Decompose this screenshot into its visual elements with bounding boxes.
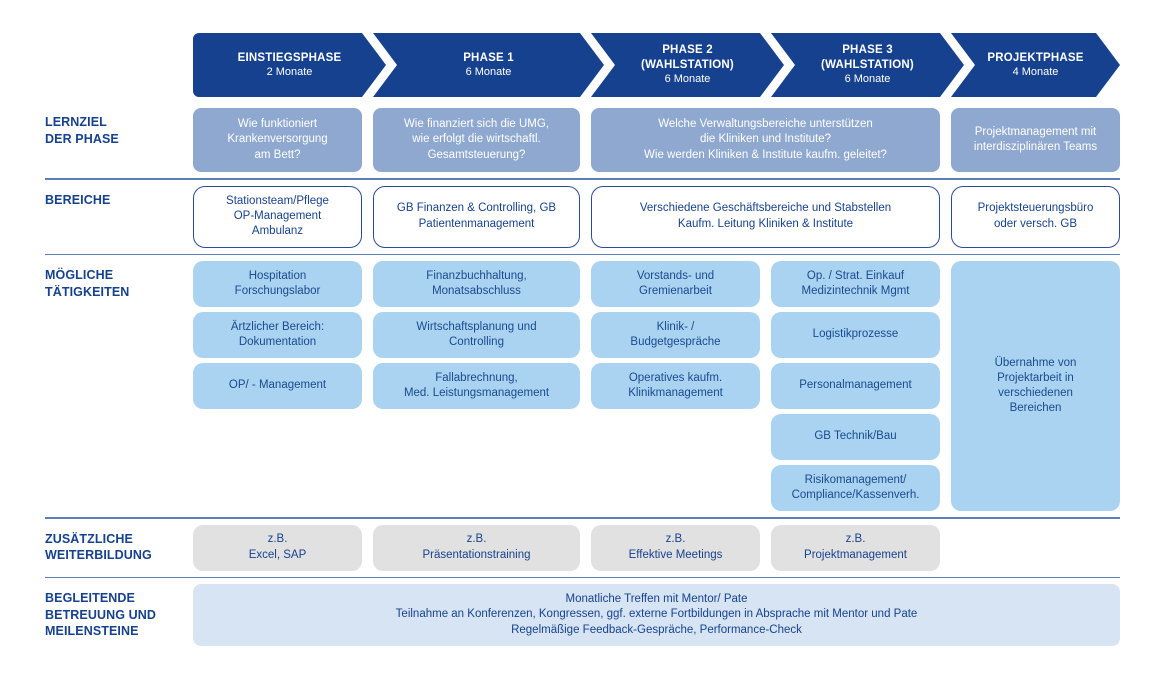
taetigkeit-box: OP/ - Management [193, 363, 362, 409]
phase-arrow-projektphase: PROJEKTPHASE 4 Monate [951, 33, 1120, 97]
lernziel-projektphase: Projektmanagement mit interdisziplinären… [951, 108, 1120, 172]
row-label-betreuung: BEGLEITENDE BETREUUNG UND MEILENSTEINE [45, 591, 157, 638]
row-lernziel: LERNZIEL DER PHASE Wie funktioniert Kran… [45, 108, 1120, 172]
taetigkeit-box: Op. / Strat. Einkauf Medizintechnik Mgmt [771, 261, 940, 307]
taetigkeit-box: Logistikprozesse [771, 312, 940, 358]
phase-cell-projektphase: PROJEKTPHASE 4 Monate [951, 33, 1120, 97]
phase-arrow-einstiegsphase: EINSTIEGSPHASE 2 Monate [193, 33, 386, 97]
row-label-taetigkeiten: MÖGLICHE TÄTIGKEITEN [45, 268, 130, 299]
taetigkeiten-phase2: Vorstands- und Gremienarbeit Klinik- / B… [591, 261, 760, 511]
phase-arrow-phase2: PHASE 2 (WAHLSTATION) 6 Monate [591, 33, 784, 97]
taetigkeiten-projektphase: Übernahme von Projektarbeit in verschied… [951, 261, 1120, 511]
row-weiterbildung: ZUSÄTZLICHE WEITERBILDUNG z.B. Excel, SA… [45, 524, 1120, 571]
taetigkeit-box: Fallabrechnung, Med. Leistungsmanagement [373, 363, 580, 409]
bereiche-phase2-3: Verschiedene Geschäftsbereiche und Stabs… [591, 185, 940, 248]
phase-duration: 6 Monate [664, 73, 711, 86]
phase-arrow-phase1: PHASE 1 6 Monate [373, 33, 604, 97]
separator-line [45, 178, 1120, 180]
weiterbildung-projektphase-empty [951, 525, 1120, 571]
phase-title: EINSTIEGSPHASE [237, 51, 342, 64]
phase-cell-phase1: PHASE 1 6 Monate [373, 33, 580, 97]
bereiche-einstiegsphase: Stationsteam/Pflege OP-Management Ambula… [193, 185, 362, 248]
phase-subtitle: (WAHLSTATION) [641, 58, 734, 71]
separator-line [45, 253, 1120, 255]
taetigkeit-box: Personalmanagement [771, 363, 940, 409]
taetigkeit-box: Vorstands- und Gremienarbeit [591, 261, 760, 307]
taetigkeit-box: Wirtschaftsplanung und Controlling [373, 312, 580, 358]
header-label-spacer [45, 33, 182, 97]
taetigkeiten-einstiegsphase: Hospitation Forschungslabor Ärtzlicher B… [193, 261, 362, 511]
taetigkeit-box: Risikomanagement/ Compliance/Kassenverh. [771, 465, 940, 511]
bereiche-phase1: GB Finanzen & Controlling, GB Patientenm… [373, 185, 580, 248]
row-bereiche: BEREICHE Stationsteam/Pflege OP-Manageme… [45, 185, 1120, 248]
separator-line [45, 576, 1120, 578]
row-label-weiterbildung: ZUSÄTZLICHE WEITERBILDUNG [45, 531, 152, 563]
taetigkeit-box: GB Technik/Bau [771, 414, 940, 460]
weiterbildung-einstiegsphase: z.B. Excel, SAP [193, 524, 362, 571]
weiterbildung-phase1: z.B. Präsentationstraining [373, 524, 580, 571]
lernziel-phase2-3: Welche Verwaltungsbereiche unterstützen … [591, 108, 940, 172]
taetigkeit-box: Ärtzlicher Bereich: Dokumentation [193, 312, 362, 358]
lernziel-phase1: Wie finanziert sich die UMG, wie erfolgt… [373, 108, 580, 172]
phase-duration: 6 Monate [465, 66, 512, 79]
row-label-lernziel: LERNZIEL DER PHASE [45, 115, 119, 146]
trainee-program-diagram: EINSTIEGSPHASE 2 Monate PHASE 1 6 Monate… [45, 33, 1120, 646]
taetigkeit-box: Operatives kaufm. Klinikmanagement [591, 363, 760, 409]
phase-cell-einstiegsphase: EINSTIEGSPHASE 2 Monate [193, 33, 362, 97]
row-betreuung: BEGLEITENDE BETREUUNG UND MEILENSTEINE M… [45, 584, 1120, 646]
phase-title: PROJEKTPHASE [987, 51, 1084, 64]
betreuung-box: Monatliche Treffen mit Mentor/ Pate Teil… [193, 584, 1120, 646]
phase-title: PHASE 1 [463, 51, 514, 64]
phase-arrow-phase3: PHASE 3 (WAHLSTATION) 6 Monate [771, 33, 964, 97]
phase-title: PHASE 2 [662, 44, 713, 57]
taetigkeiten-phase3: Op. / Strat. Einkauf Medizintechnik Mgmt… [771, 261, 940, 511]
phase-title: PHASE 3 [842, 44, 893, 57]
row-taetigkeiten: MÖGLICHE TÄTIGKEITEN Hospitation Forschu… [45, 261, 1120, 511]
weiterbildung-phase3: z.B. Projektmanagement [771, 524, 940, 571]
phase-duration: 4 Monate [1012, 66, 1059, 79]
phase-cell-phase3: PHASE 3 (WAHLSTATION) 6 Monate [771, 33, 940, 97]
weiterbildung-phase2: z.B. Effektive Meetings [591, 524, 760, 571]
taetigkeiten-phase1: Finanzbuchhaltung, Monatsabschluss Wirts… [373, 261, 580, 511]
phase-cell-phase2: PHASE 2 (WAHLSTATION) 6 Monate [591, 33, 760, 97]
lernziel-einstiegsphase: Wie funktioniert Krankenversorgung am Be… [193, 108, 362, 172]
separator-line [45, 517, 1120, 519]
bereiche-projektphase: Projektsteuerungsbüro oder versch. GB [951, 185, 1120, 248]
taetigkeit-box: Klinik- / Budgetgespräche [591, 312, 760, 358]
phase-subtitle: (WAHLSTATION) [821, 58, 914, 71]
row-label-bereiche: BEREICHE [45, 192, 111, 207]
phase-header-row: EINSTIEGSPHASE 2 Monate PHASE 1 6 Monate… [45, 33, 1120, 97]
phase-duration: 2 Monate [266, 66, 313, 79]
taetigkeit-box: Hospitation Forschungslabor [193, 261, 362, 307]
phase-duration: 6 Monate [844, 73, 891, 86]
taetigkeit-box: Finanzbuchhaltung, Monatsabschluss [373, 261, 580, 307]
